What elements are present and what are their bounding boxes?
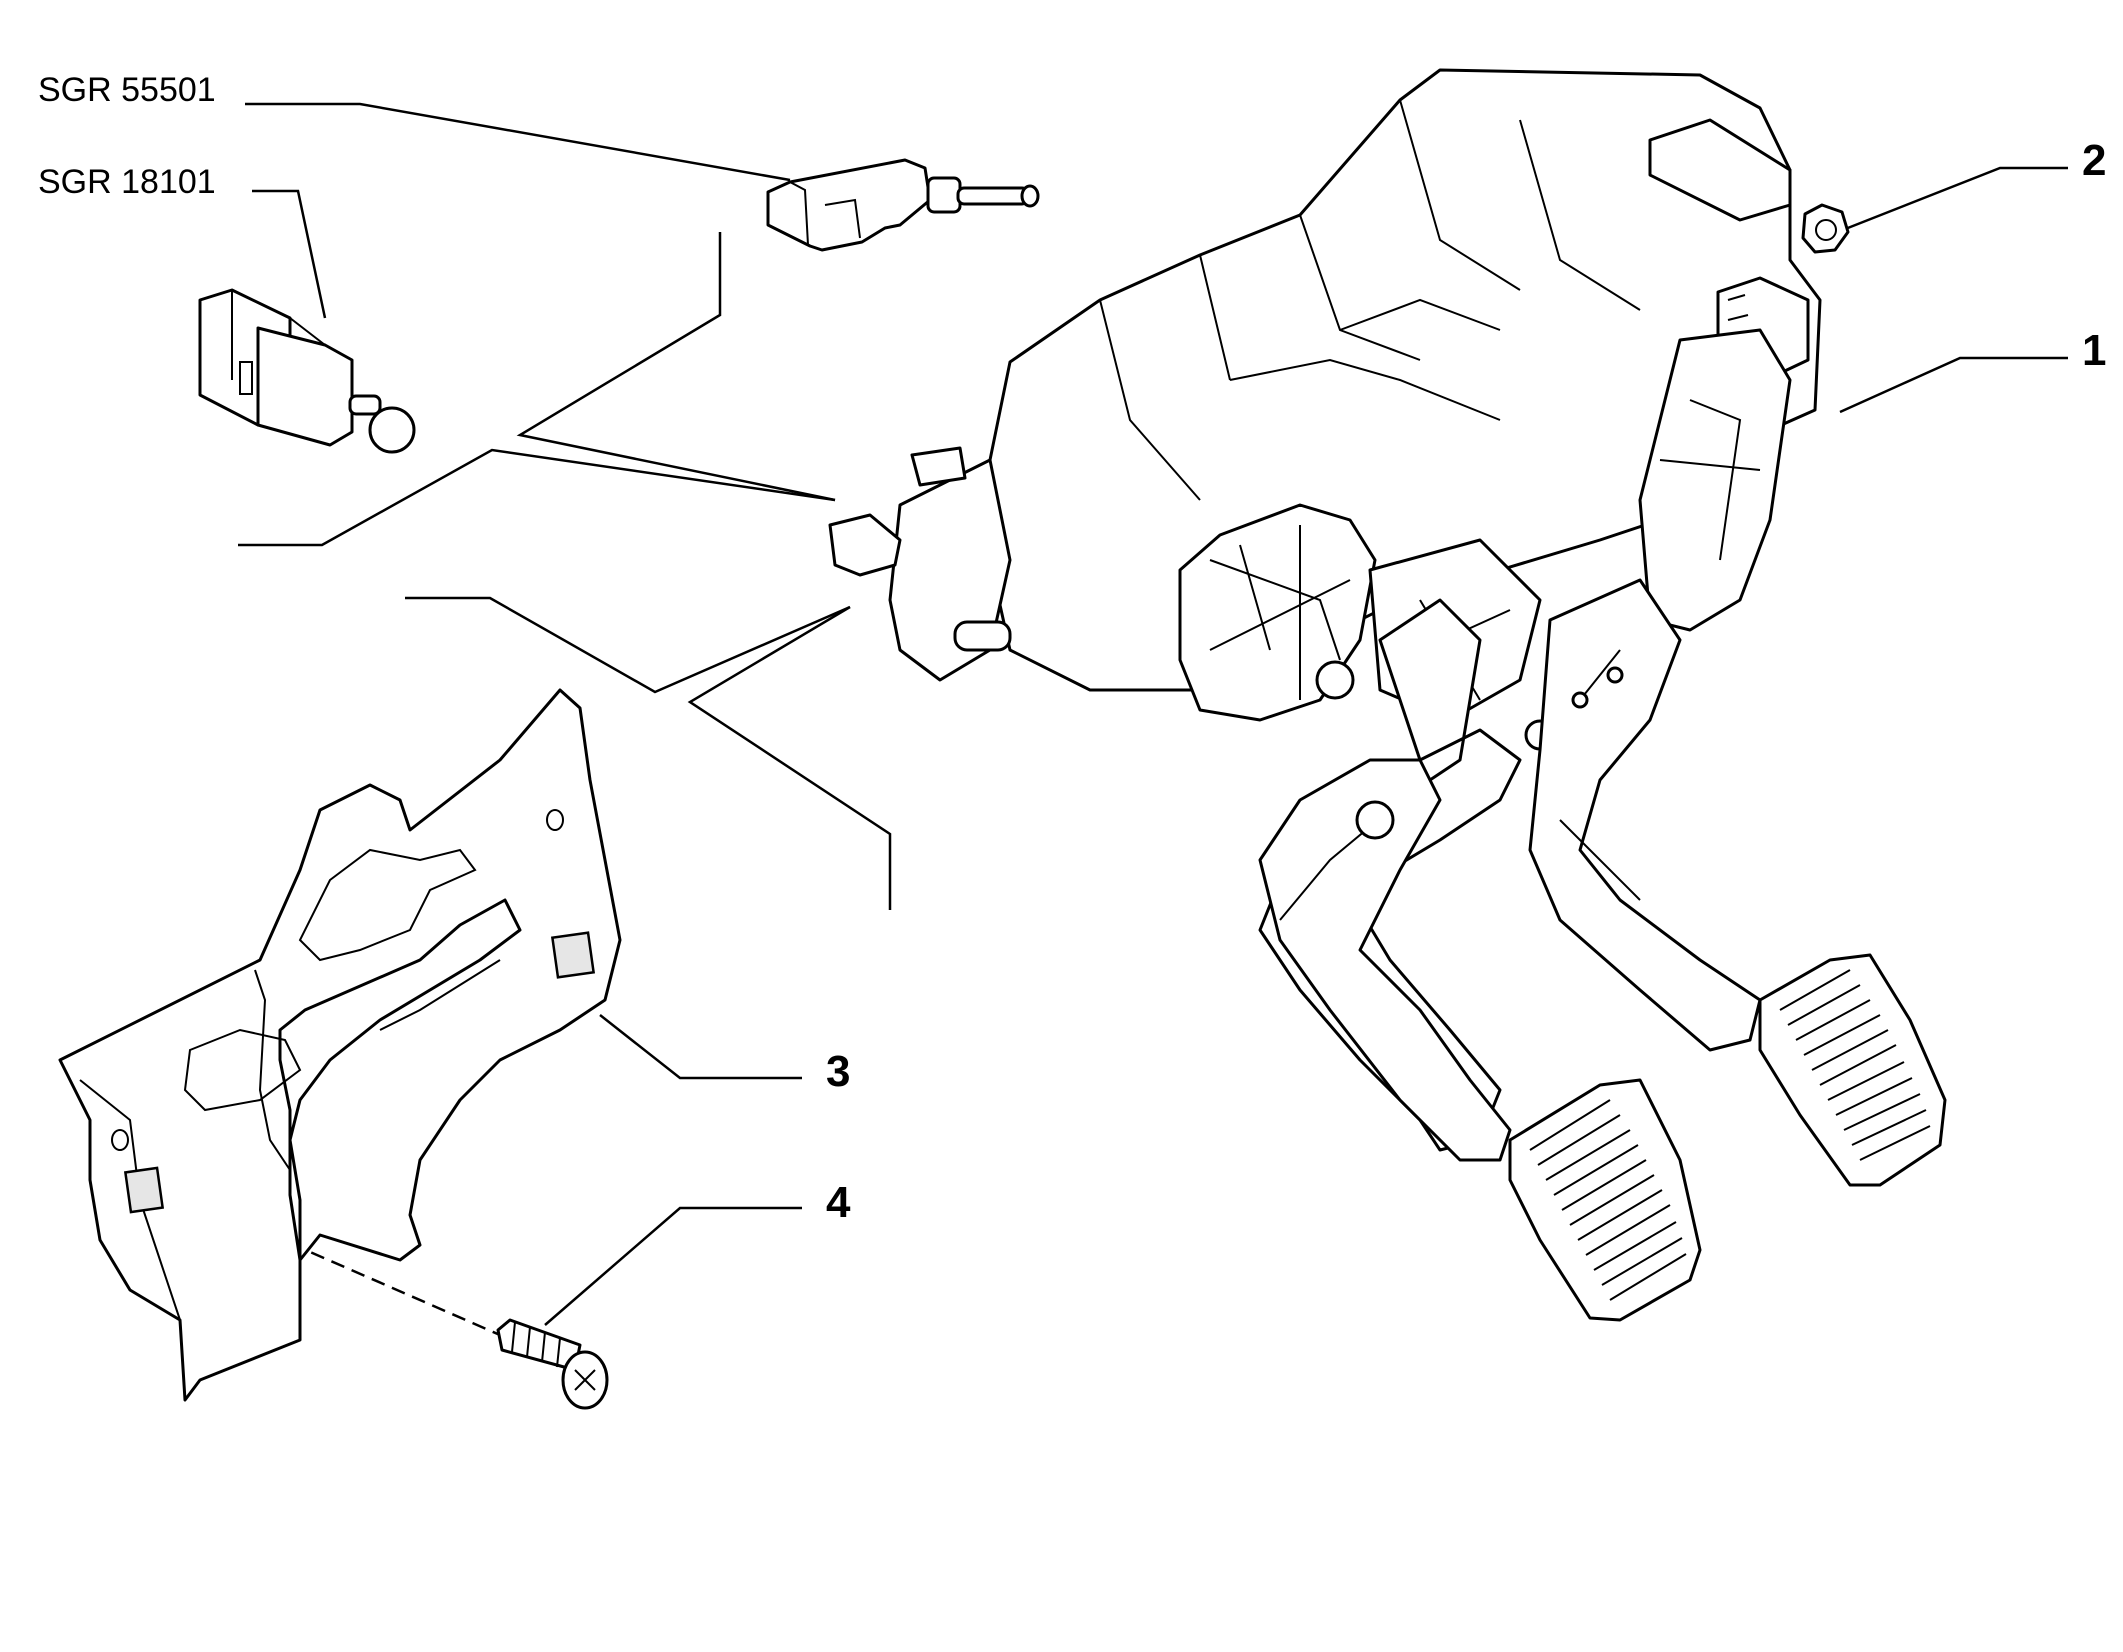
screw-part-4 (496, 1318, 609, 1410)
part-code-sgr-55501: SGR 55501 (38, 71, 216, 109)
callout-number-2: 2 (2082, 136, 2106, 185)
leader-2 (1829, 166, 2068, 237)
brake-switch-sgr-18101 (198, 288, 416, 454)
clutch-pad-ribs (1529, 1099, 1687, 1301)
leader-1 (1839, 356, 2068, 414)
leader-lines (149, 102, 2068, 1337)
cover-clip-left (123, 1166, 165, 1214)
leader-switch-upper (516, 232, 836, 502)
clutch-pedal (1258, 598, 1702, 1322)
leader-sgr-18101 (252, 189, 327, 319)
callout-number-4: 4 (826, 1178, 851, 1227)
cover-panel-part-3 (58, 688, 622, 1402)
leader-4 (544, 1206, 802, 1326)
brake-pad-ribs (1779, 969, 1931, 1161)
leader-pushrod-lower (687, 605, 892, 910)
leader-pushrod-upper (405, 596, 851, 694)
callout-number-1: 1 (2082, 326, 2106, 375)
nut-part-2 (1801, 203, 1850, 254)
cover-clip-right (550, 931, 596, 979)
leader-screw-dashed (149, 1180, 501, 1337)
leader-3 (599, 1014, 802, 1080)
leader-switch-lower (238, 448, 836, 547)
clutch-switch-sgr-55501 (766, 158, 1040, 252)
callout-number-3: 3 (826, 1047, 850, 1096)
brake-pedal (1528, 578, 1947, 1187)
part-code-sgr-18101: SGR 18101 (38, 163, 216, 201)
leader-sgr-55501 (245, 102, 791, 182)
